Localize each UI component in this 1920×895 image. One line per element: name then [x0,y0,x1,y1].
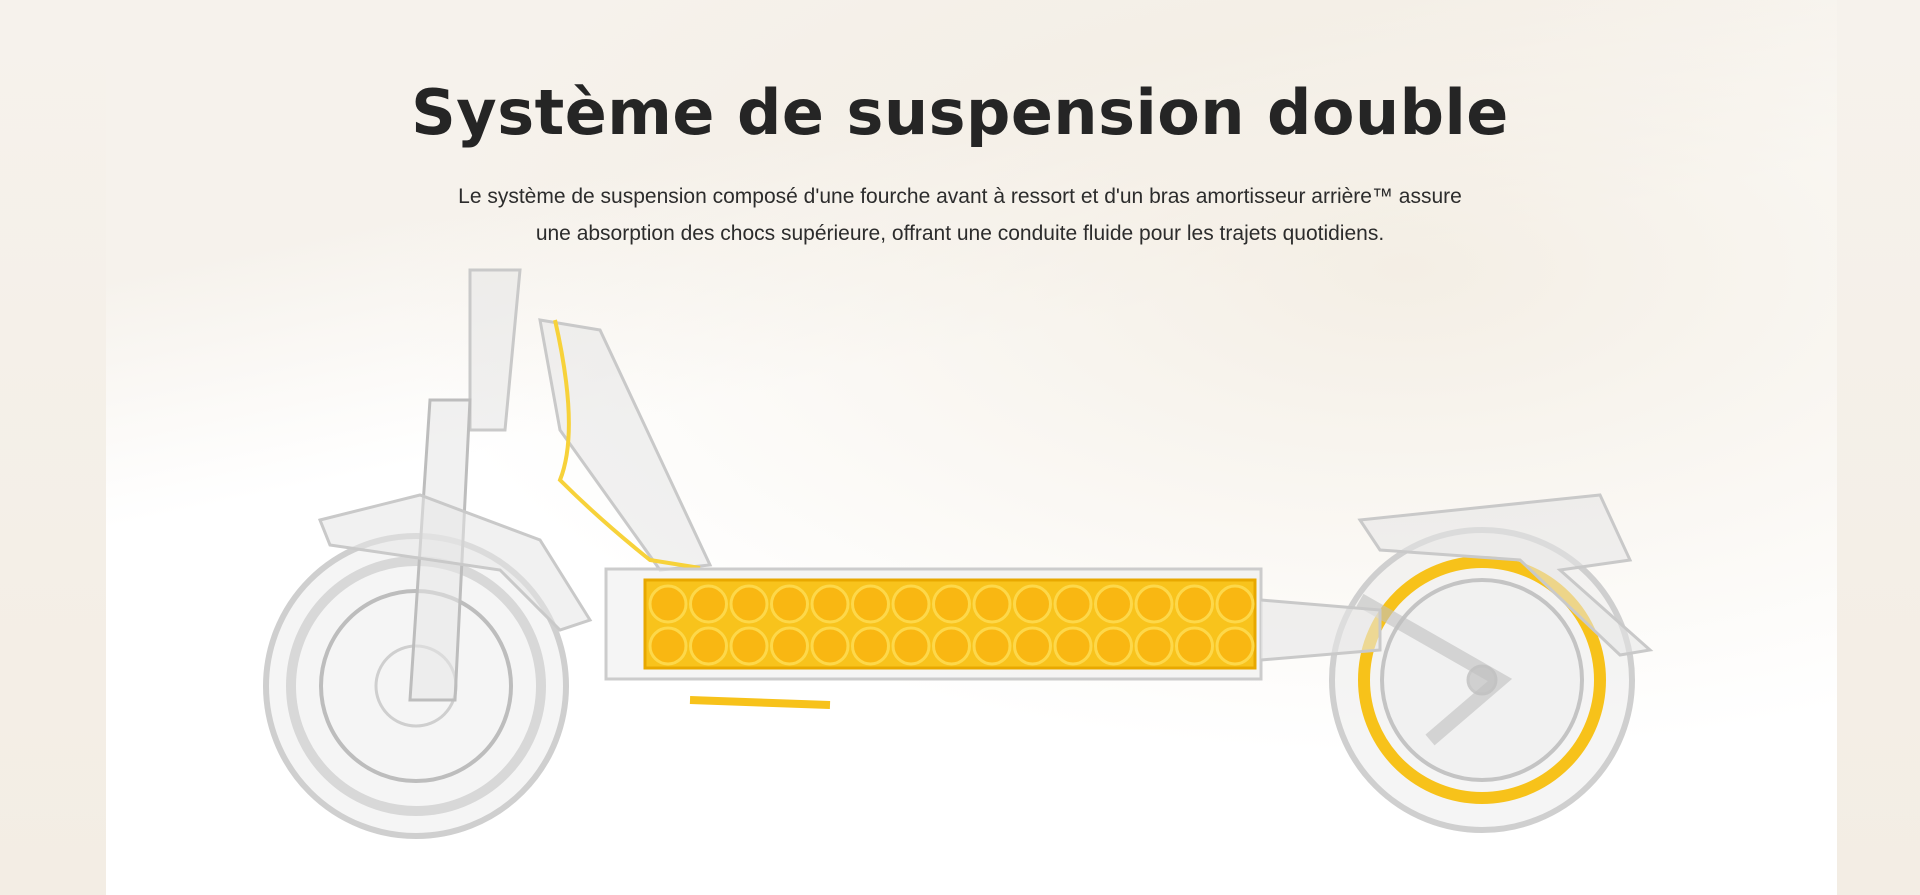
battery-cell [851,626,890,666]
battery-cell [891,626,931,666]
description: Le système de suspension composé d'une f… [0,178,1920,252]
description-line-1: Le système de suspension composé d'une f… [458,185,1462,208]
battery-cell [689,626,728,666]
battery-cell [1094,584,1133,624]
battery-cell [1215,626,1255,666]
battery-cell [729,626,769,666]
battery-cell [810,584,850,624]
page-title: Système de suspension double [411,76,1509,149]
battery-cell [1053,626,1093,666]
battery-cell [1094,626,1133,666]
battery-cell [891,584,931,624]
battery-cell [648,626,688,666]
battery-cell [770,626,809,666]
battery-cell [810,626,850,666]
battery-cells [648,584,1255,666]
battery-cell [1134,626,1174,666]
stem [317,268,1654,702]
battery-cell [1215,584,1255,624]
battery-cell [1134,584,1174,624]
battery-cell [932,626,971,666]
battery-cell [1053,584,1093,624]
battery-cell [648,584,688,624]
rear-wheel [1329,527,1635,833]
battery-cell [972,584,1012,624]
battery-cell [1175,584,1214,624]
battery-cell [972,626,1012,666]
battery-cell [689,584,728,624]
cable [553,319,701,570]
battery-cell [932,584,971,624]
battery-cell [851,584,890,624]
battery-cell [1013,626,1052,666]
battery-cell [729,584,769,624]
battery-cell [1175,626,1214,666]
description-line-2: une absorption des chocs supérieure, off… [535,222,1385,245]
battery-cell [1013,584,1052,624]
battery-cell [770,584,809,624]
